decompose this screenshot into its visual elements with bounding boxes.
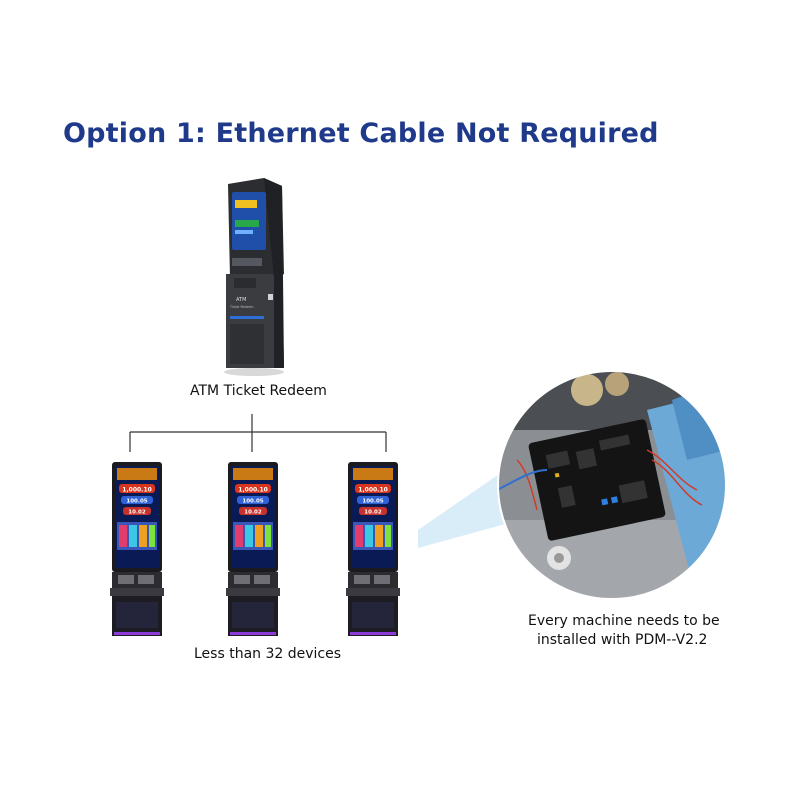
slot-machine-icon: 1,000.10 100.05 10.02 [346,462,400,636]
screen-value-1: 1,000.10 [358,487,388,494]
screen-value-1: 1,000.10 [238,487,268,494]
board-caption-line1: Every machine needs to be [528,613,720,629]
slots-caption: Less than 32 devices [194,646,342,662]
screen-value-2: 100.05 [126,499,147,505]
screen-value-2: 100.05 [362,499,383,505]
atm-panel-title: ATM [236,297,246,303]
atm-caption: ATM Ticket Redeem [190,383,327,399]
screen-value-1: 1,000.10 [122,487,152,494]
screen-value-3: 10.02 [244,510,262,516]
atm-kiosk-icon: ATM Ticket Redeem [224,178,284,376]
circuit-board-icon [497,370,727,600]
slot-machine-icon: 1,000.10 100.05 10.02 [226,462,280,636]
page-title: Option 1: Ethernet Cable Not Required [63,118,659,149]
zoom-beam [418,470,520,548]
atm-panel-sub: Ticket Redeem [229,305,254,309]
screen-value-3: 10.02 [364,510,382,516]
slot-machine-icon: 1,000.10 100.05 10.02 [110,462,164,636]
screen-value-3: 10.02 [128,510,146,516]
screen-value-2: 100.05 [242,499,263,505]
board-caption-line2: installed with PDM--V2.2 [537,632,708,648]
